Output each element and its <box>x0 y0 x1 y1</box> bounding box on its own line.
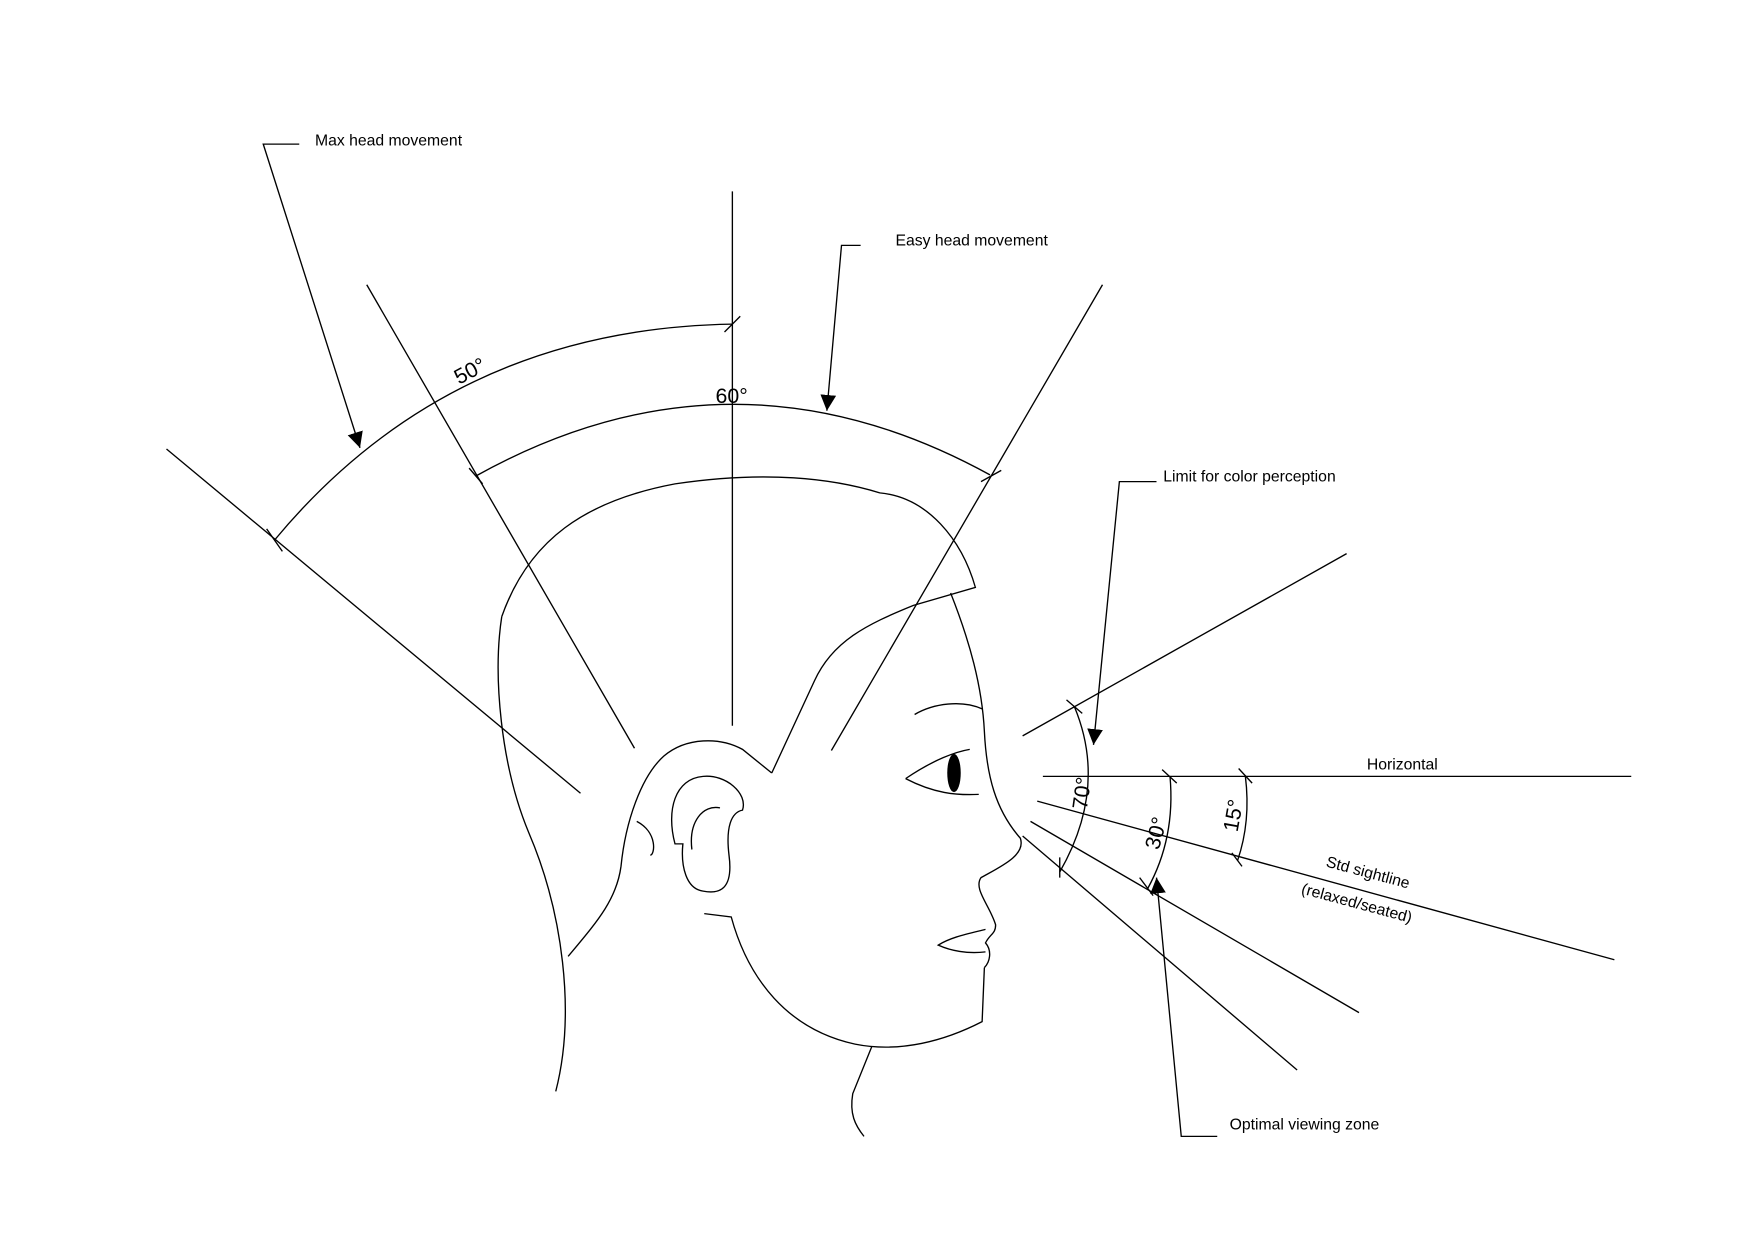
angle-50: 50° <box>450 353 490 389</box>
std-sightline-label: Std sightline <box>1324 854 1412 893</box>
optimal-zone-label: Optimal viewing zone <box>1230 1117 1380 1134</box>
arc-70 <box>1059 706 1089 873</box>
eye <box>905 748 979 796</box>
pupil <box>947 753 961 793</box>
back-of-head <box>497 616 566 1092</box>
jaw <box>704 912 986 1048</box>
color-limit-leader <box>1087 480 1157 745</box>
optimal-zone-leader <box>1150 877 1218 1138</box>
angle-60: 60° <box>716 384 748 408</box>
hair-outline <box>501 476 977 774</box>
face-profile <box>949 592 1022 969</box>
neck-front <box>851 1046 873 1137</box>
ear <box>636 775 745 893</box>
head-profile <box>497 476 1022 1137</box>
max-head-arc <box>273 323 733 541</box>
eyebrow <box>914 703 983 716</box>
easy-head-arc <box>475 403 991 477</box>
easy-head-leader <box>820 244 861 411</box>
max-head-leader <box>262 143 363 449</box>
max-head-label: Max head movement <box>315 132 463 149</box>
mouth <box>936 928 986 954</box>
angle-15: 15° <box>1219 798 1248 834</box>
angle-30: 30° <box>1140 814 1172 851</box>
color-limit-label: Limit for color perception <box>1163 469 1335 486</box>
easy-head-label: Easy head movement <box>896 232 1049 249</box>
angle-70: 70° <box>1068 775 1096 810</box>
horizontal-label: Horizontal <box>1367 757 1438 774</box>
arc-15 <box>1236 776 1248 861</box>
sight-lines <box>1022 553 1632 1071</box>
head-movement-lines <box>166 191 1104 794</box>
neck-back <box>567 740 773 957</box>
